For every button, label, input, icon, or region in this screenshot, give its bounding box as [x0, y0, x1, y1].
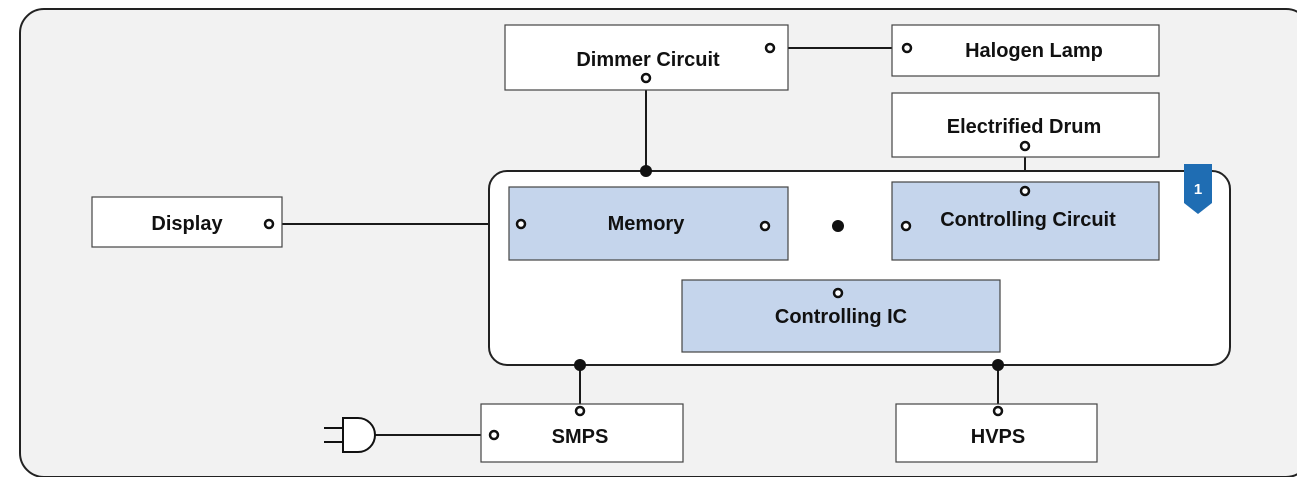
halogen-lamp-label: Halogen Lamp [965, 40, 1103, 62]
terminal-dots [263, 42, 1031, 441]
badge-number: 1 [1194, 181, 1202, 198]
memory-box [508, 186, 789, 261]
hvps-label: HVPS [971, 426, 1025, 448]
display-box [91, 196, 283, 248]
controlling-ic-label: Controlling IC [775, 306, 907, 328]
controlling-circuit-label: Controlling Circuit [940, 209, 1116, 231]
junction-dots [574, 165, 1004, 371]
power-plug-icon [324, 417, 376, 453]
callout-badge: 1 [1184, 164, 1212, 214]
halogen-lamp-box [891, 24, 1160, 77]
electrified-drum-label: Electrified Drum [947, 116, 1101, 138]
smps-label: SMPS [552, 426, 609, 448]
display-label: Display [151, 213, 223, 235]
dimmer-circuit-label: Dimmer Circuit [576, 49, 720, 71]
memory-label: Memory [608, 213, 686, 235]
